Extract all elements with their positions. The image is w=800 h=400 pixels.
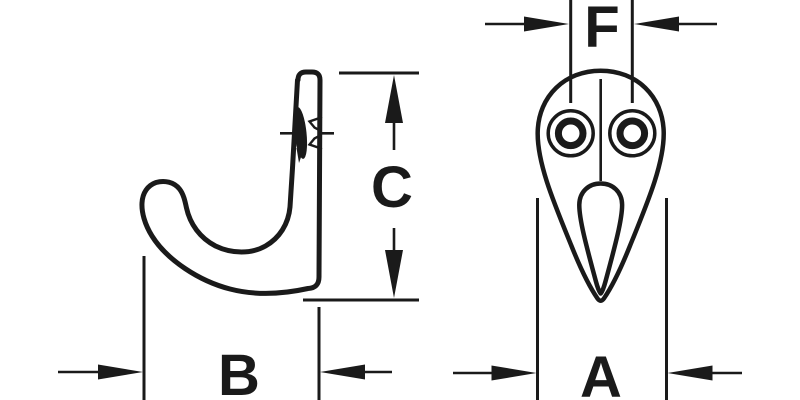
dim-c-arrow-down	[385, 250, 403, 298]
dimension-c: C	[303, 71, 419, 302]
screw-hole-right-countersink	[608, 109, 657, 158]
phillips-recess-marks	[307, 116, 323, 150]
hook-side-outline	[139, 69, 323, 296]
screw-side	[280, 107, 334, 163]
screw-hole-left-bore	[554, 117, 587, 150]
dim-b-arrow-right	[320, 364, 365, 380]
dim-a-arrow-left	[491, 365, 537, 381]
dim-b-label: B	[218, 343, 260, 400]
dim-f-arrow-right	[634, 16, 679, 32]
dim-b-arrow-left	[98, 364, 143, 380]
screw-head-tail	[296, 148, 304, 163]
front-view: F A	[453, 0, 742, 400]
dim-c-label: C	[371, 155, 413, 220]
dimension-b: B	[58, 256, 392, 400]
screw-hole-left	[546, 109, 595, 158]
dim-f-arrow-left	[524, 16, 569, 32]
dim-a-label: A	[580, 345, 622, 400]
side-view: C B	[58, 69, 419, 400]
screw-hole-right	[608, 109, 657, 158]
screw-head-side	[293, 107, 308, 159]
dim-f-label: F	[584, 0, 619, 60]
screw-hole-left-countersink	[546, 109, 595, 158]
dimension-a: A	[453, 198, 742, 400]
dim-a-arrow-right	[667, 365, 713, 381]
dim-c-arrow-up	[385, 75, 403, 123]
screw-hole-right-bore	[616, 117, 649, 150]
hook-prong-front	[577, 181, 625, 296]
dimension-f: F	[485, 0, 717, 103]
